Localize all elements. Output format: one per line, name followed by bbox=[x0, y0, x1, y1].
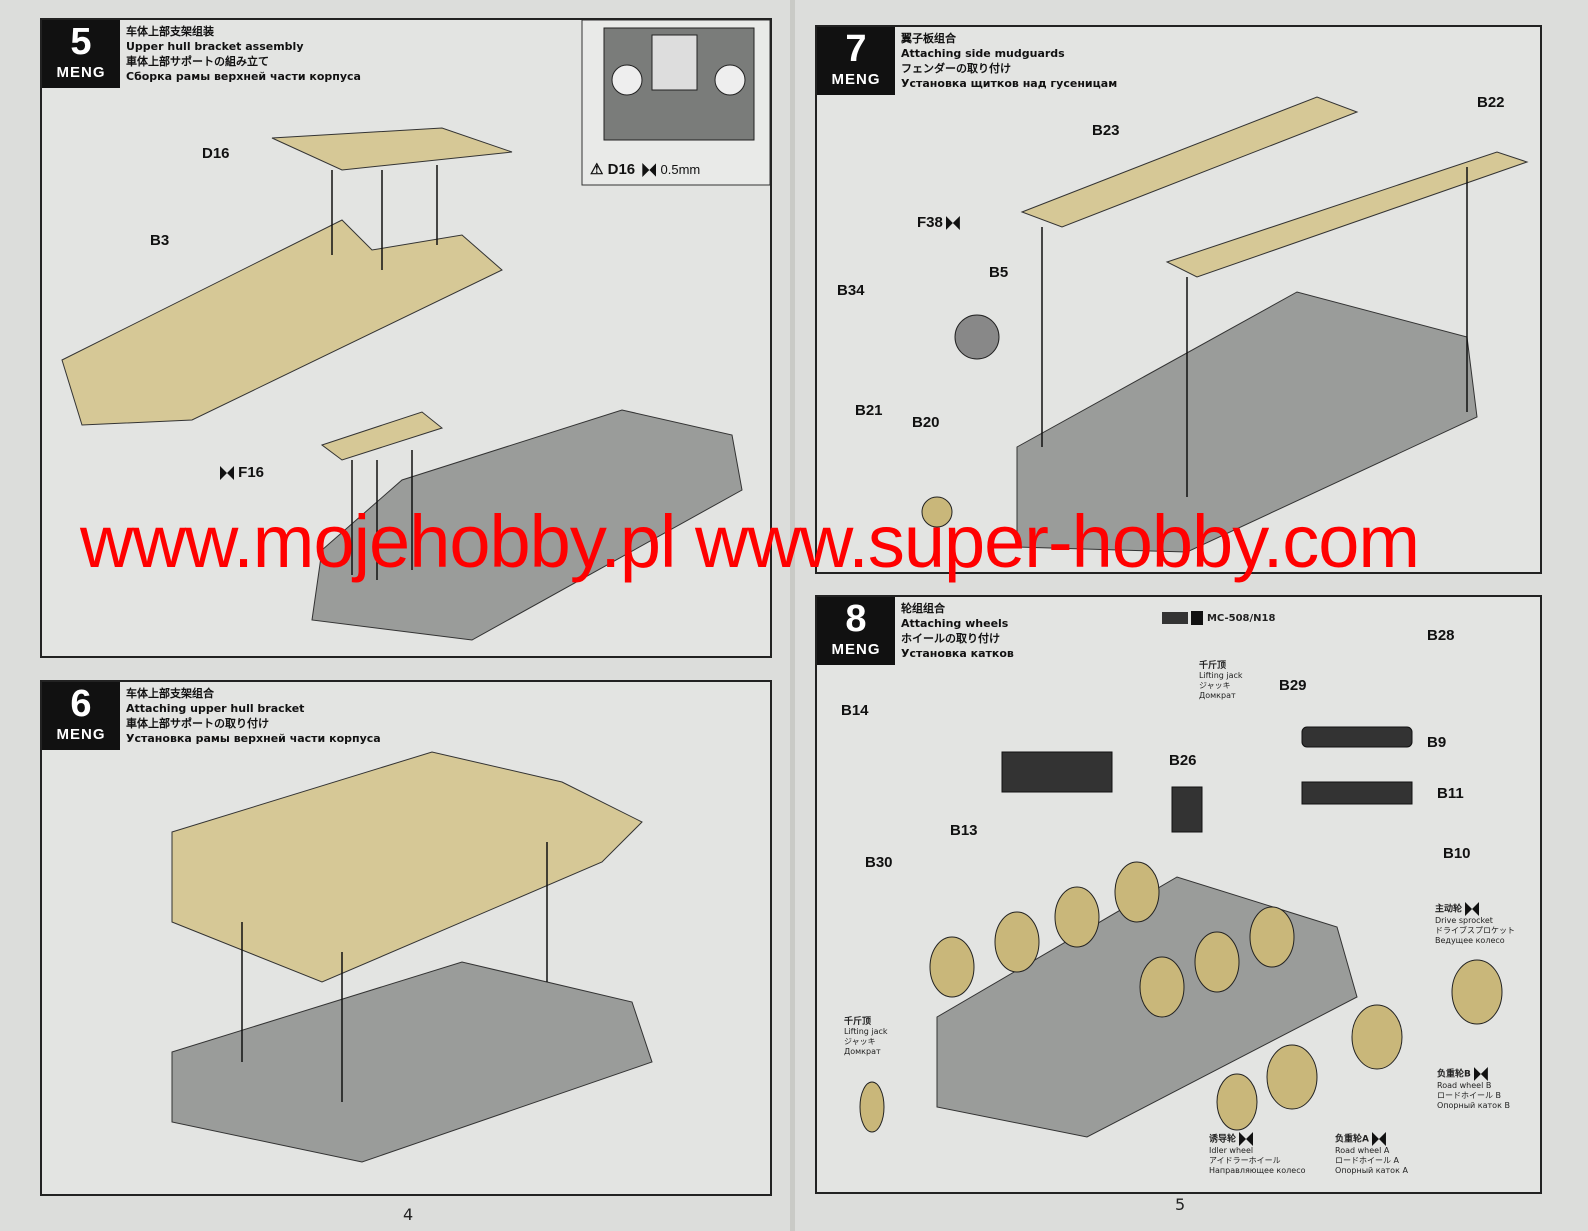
remove-part-icon bbox=[220, 466, 234, 481]
part-label: B28 bbox=[1427, 627, 1455, 644]
part-label: B29 bbox=[1279, 677, 1307, 694]
remove-part-icon bbox=[1465, 902, 1480, 916]
part-label: B14 bbox=[841, 702, 869, 719]
watermark: www.mojehobby.pl www.super-hobby.com bbox=[80, 500, 1420, 583]
step-5-illustration bbox=[61, 20, 770, 641]
step-7-illustration bbox=[921, 96, 1529, 553]
part-label: B10 bbox=[1443, 845, 1471, 862]
step-8-illustration bbox=[859, 726, 1503, 1138]
part-label: B26 bbox=[1169, 752, 1197, 769]
part-label: B5 bbox=[989, 264, 1009, 281]
part-label: B13 bbox=[950, 822, 978, 839]
part-label: B30 bbox=[865, 854, 893, 871]
part-label: F38 bbox=[917, 214, 960, 231]
warning-icon: ⚠ bbox=[590, 161, 604, 178]
part-label: B34 bbox=[837, 282, 865, 299]
part-label: B21 bbox=[855, 402, 883, 419]
part-label: F16 bbox=[217, 464, 264, 481]
part-label: B23 bbox=[1092, 122, 1120, 139]
remove-part-icon bbox=[1473, 1067, 1488, 1081]
remove-part-icon bbox=[1239, 1132, 1254, 1146]
page-number: 4 bbox=[403, 1205, 414, 1224]
page-number: 5 bbox=[1175, 1195, 1186, 1214]
remove-part-icon bbox=[945, 216, 960, 231]
step-6-illustration bbox=[171, 751, 653, 1163]
remove-part-icon bbox=[1371, 1132, 1386, 1146]
brush-icon bbox=[1191, 611, 1204, 625]
paint-swatch bbox=[1162, 612, 1188, 624]
paint-callout: MC-508/N18 bbox=[1162, 611, 1275, 625]
part-label: D16 bbox=[202, 145, 230, 162]
part-label: B11 bbox=[1437, 785, 1464, 802]
part-label: B20 bbox=[912, 414, 940, 431]
part-label: B3 bbox=[150, 232, 170, 249]
part-label: B9 bbox=[1427, 734, 1447, 751]
part-label: B22 bbox=[1477, 94, 1505, 111]
inset-label: ⚠ D16 0.5mm bbox=[590, 161, 701, 178]
drill-icon bbox=[642, 163, 657, 178]
